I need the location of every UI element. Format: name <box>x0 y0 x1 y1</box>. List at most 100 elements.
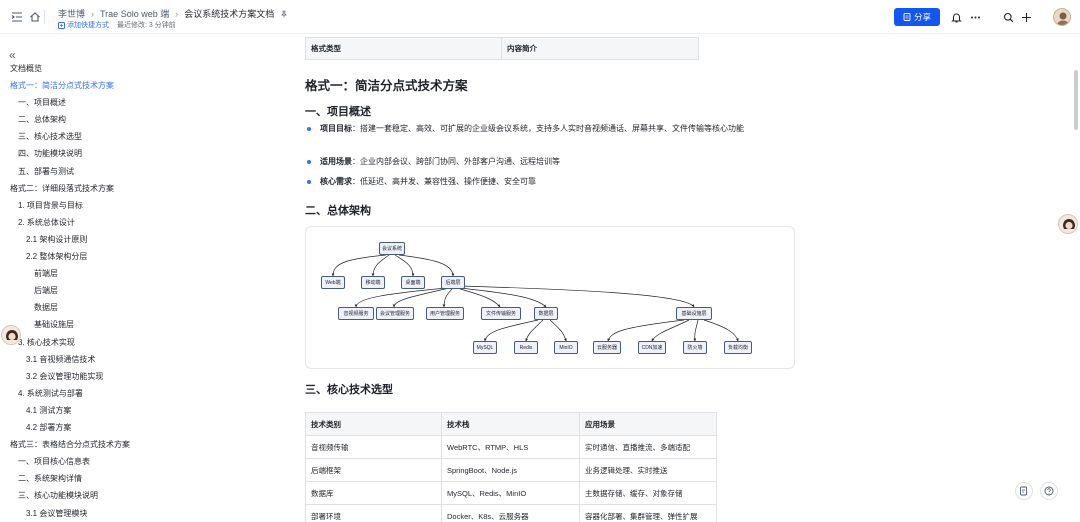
scrollbar-thumb[interactable] <box>1074 70 1078 130</box>
diagram-node-backend: 后端层 <box>441 276 465 289</box>
outline-item[interactable]: 3.2 会议管理功能实现 <box>26 372 104 381</box>
bullet-scenario: 适用场景：企业内部会议、跨部门协同、外部客户沟通、远程培训等 <box>307 155 767 169</box>
diagram-node-root: 会议系统 <box>379 242 405 255</box>
add-shortcut-label: 添加快捷方式 <box>67 22 109 29</box>
last-edit-text: 最近修改: 3 分钟前 <box>117 22 176 29</box>
toggle-sidebar-icon[interactable] <box>11 11 23 23</box>
diagram-node-cloud-server: 云服务器 <box>593 341 621 354</box>
diagram-node-redis: Redis <box>514 341 538 354</box>
table-cell: 实时通信、直播推流、多端适配 <box>579 435 717 459</box>
outline-item[interactable]: 前端层 <box>34 269 58 278</box>
table-cell: 部署环境 <box>305 504 442 522</box>
chevron-right-icon: › <box>91 8 95 19</box>
diagram-node-user-service: 用户管理服务 <box>426 307 464 320</box>
doc-action-icon[interactable] <box>1015 482 1033 500</box>
table-cell: SpringBoot、Node.js <box>441 458 580 482</box>
bullet-text: ：搭建一套稳定、高效、可扩展的企业级会议系统，支持多人实时音视频通话、屏幕共享、… <box>352 124 744 133</box>
outline-item[interactable]: 二、系统架构详情 <box>18 474 82 483</box>
more-icon[interactable] <box>968 10 982 24</box>
bullet-label: 适用场景 <box>320 157 352 166</box>
breadcrumb: 李世博 › Trae Solo web 端 › 会议系统技术方案文档 <box>58 7 288 20</box>
tech-table-header: 技术栈 <box>441 412 580 436</box>
header-divider <box>44 10 45 24</box>
format1-heading: 格式一：简洁分点式技术方案 <box>305 79 468 93</box>
architecture-diagram[interactable]: 会议系统 Web端 移动端 桌面端 后端层 音视频服务 会议管理服务 用户管理服… <box>305 226 795 369</box>
table-cell: 后端框架 <box>305 458 442 482</box>
outline-item[interactable]: 4.1 测试方案 <box>26 406 72 415</box>
bell-icon[interactable] <box>949 10 963 24</box>
doc-meta: 添加快捷方式 最近修改: 3 分钟前 <box>58 20 176 30</box>
outline-item[interactable]: 数据层 <box>34 303 58 312</box>
bullet-label: 核心需求 <box>320 177 352 186</box>
outline-item[interactable]: 1. 项目背景与目标 <box>18 201 83 210</box>
add-shortcut-link[interactable]: 添加快捷方式 <box>58 20 109 30</box>
bullet-text: ：低延迟、高并发、兼容性强、操作便捷、安全可靠 <box>352 177 536 186</box>
collaborator-avatar-right[interactable] <box>1058 214 1078 234</box>
section2-heading: 二、总体架构 <box>305 205 371 217</box>
outline-item[interactable]: 四、功能模块说明 <box>18 149 82 158</box>
diagram-node-cdn: CDN加速 <box>638 341 666 354</box>
share-button[interactable]: 分享 <box>894 8 940 26</box>
table-cell: WebRTC、RTMP、HLS <box>441 435 580 459</box>
outline-item[interactable]: 三、核心功能模块说明 <box>18 491 98 500</box>
plus-icon[interactable] <box>1019 10 1033 24</box>
outline-item[interactable]: 五、部署与测试 <box>18 167 74 176</box>
outline-sidebar: « <box>0 34 260 522</box>
bullet-project-goal: 项目目标：搭建一套稳定、高效、可扩展的企业级会议系统，支持多人实时音视频通话、屏… <box>307 122 767 136</box>
outline-item[interactable]: 4. 系统测试与部署 <box>18 389 83 398</box>
outline-item[interactable]: 2. 系统总体设计 <box>18 218 75 227</box>
outline-item[interactable]: 三、核心技术选型 <box>18 132 82 141</box>
pin-icon[interactable] <box>280 10 288 18</box>
outline-item[interactable]: 格式二：详细段落式技术方案 <box>10 184 114 193</box>
outline-item[interactable]: 二、总体架构 <box>18 115 66 124</box>
breadcrumb-document[interactable]: 会议系统技术方案文档 <box>184 9 275 19</box>
home-icon[interactable] <box>29 11 41 23</box>
outline-item[interactable]: 3.1 音视频通信技术 <box>26 355 96 364</box>
collaborator-avatar[interactable] <box>1 325 21 345</box>
diagram-node-desktop: 桌面端 <box>401 276 425 289</box>
tech-stack-table: 技术类别 技术栈 应用场景 音视频传输 WebRTC、RTMP、HLS 实时通信… <box>305 412 717 522</box>
outline-item[interactable]: 格式三：表格结合分点式技术方案 <box>10 440 130 449</box>
help-icon[interactable] <box>1040 482 1058 500</box>
diagram-node-meeting-service: 会议管理服务 <box>376 307 414 320</box>
breadcrumb-folder[interactable]: Trae Solo web 端 <box>100 9 170 19</box>
bullet-label: 项目目标 <box>320 124 352 133</box>
outline-item[interactable]: 格式一：简洁分点式技术方案 <box>10 81 114 90</box>
table-row: 部署环境 Docker、K8s、云服务器 容器化部署、集群管理、弹性扩展 <box>305 504 717 522</box>
search-icon[interactable] <box>1001 10 1015 24</box>
tech-table-header: 技术类别 <box>305 412 442 436</box>
diagram-node-file-service: 文件传输服务 <box>481 307 521 320</box>
diagram-node-mysql: MySQL <box>473 341 497 354</box>
diagram-node-minio: MinIO <box>554 341 578 354</box>
section1-heading: 一、项目概述 <box>305 106 371 118</box>
section3-heading: 三、核心技术选型 <box>305 384 393 396</box>
outline-item[interactable]: 2.1 架构设计原则 <box>26 235 88 244</box>
diagram-node-mobile: 移动端 <box>361 276 385 289</box>
outline-item[interactable]: 2.2 整体架构分层 <box>26 252 88 261</box>
outline-item[interactable]: 后端层 <box>34 286 58 295</box>
collapse-sidebar-icon[interactable]: « <box>9 48 16 62</box>
outline-item[interactable]: 3. 核心技术实现 <box>18 338 75 347</box>
outline-item[interactable]: 4.2 部署方案 <box>26 423 72 432</box>
diagram-node-web: Web端 <box>321 276 345 289</box>
outline-item[interactable]: 3.1 会议管理模块 <box>26 509 88 518</box>
share-label: 分享 <box>913 12 931 22</box>
table-cell: 音视频传输 <box>305 435 442 459</box>
bullet-dot <box>307 127 311 131</box>
outline-item[interactable]: 一、项目核心信息表 <box>18 457 90 466</box>
table-row: 后端框架 SpringBoot、Node.js 业务逻辑处理、实时推送 <box>305 458 717 482</box>
user-avatar[interactable] <box>1053 8 1071 26</box>
diagram-node-data-layer: 数据层 <box>534 307 558 320</box>
table-cell: Docker、K8s、云服务器 <box>441 504 580 522</box>
outline-item[interactable]: 一、项目概述 <box>18 98 66 107</box>
diagram-node-av-service: 音视频服务 <box>338 307 374 320</box>
outline-title: 文档概览 <box>10 64 42 73</box>
breadcrumb-owner[interactable]: 李世博 <box>58 9 86 19</box>
tech-table-header: 应用场景 <box>579 412 717 436</box>
outline-item[interactable]: 基础设施层 <box>34 320 74 329</box>
table-cell: MySQL、Redis、MinIO <box>441 481 580 505</box>
table-row: 音视频传输 WebRTC、RTMP、HLS 实时通信、直播推流、多端适配 <box>305 435 717 459</box>
diagram-node-infra-layer: 基础设施层 <box>676 307 712 320</box>
table-cell: 数据库 <box>305 481 442 505</box>
shortcut-icon <box>58 21 65 29</box>
